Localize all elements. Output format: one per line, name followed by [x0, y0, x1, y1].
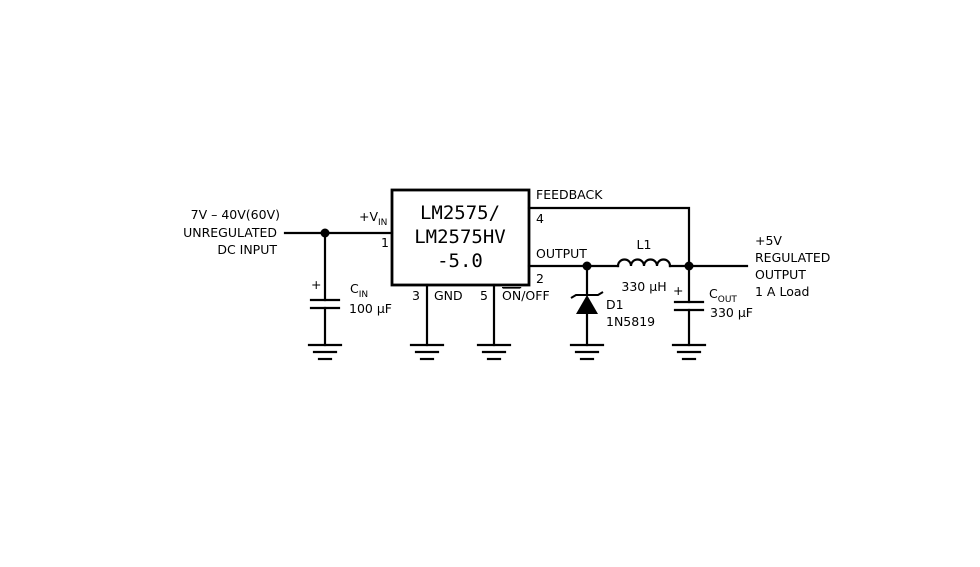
- pin-4-number: 4: [536, 211, 544, 226]
- output-label: +5V REGULATED OUTPUT 1 A Load: [755, 233, 830, 299]
- inductor-value: 330 μH: [621, 279, 666, 294]
- input-dc-input: DC INPUT: [217, 242, 277, 257]
- inductor-name: L1: [637, 237, 652, 252]
- chip-line2: LM2575HV: [414, 226, 506, 248]
- cout-plus-sign: +: [673, 283, 683, 298]
- input-label: 7V – 40V(60V) UNREGULATED DC INPUT: [183, 207, 280, 257]
- pin-5-number: 5: [480, 288, 488, 303]
- onoff-pin-ground-icon: [476, 343, 512, 361]
- onoff-pin-label: ON/OFF: [502, 288, 550, 303]
- cin-capacitor: [307, 231, 343, 361]
- cin-plus-sign: +: [311, 277, 321, 292]
- output-voltage: +5V: [755, 233, 782, 248]
- schottky-diode: [569, 264, 605, 361]
- chip-line3: -5.0: [437, 250, 483, 272]
- gnd-pin-label: GND: [434, 288, 463, 303]
- feedback-wire: [527, 206, 691, 268]
- vin-pin-label: +VIN: [359, 209, 387, 228]
- cin-label: CIN: [350, 281, 368, 300]
- diode-ground-icon: [569, 343, 605, 361]
- feedback-label: FEEDBACK: [536, 187, 603, 202]
- diode-part: 1N5819: [606, 314, 655, 329]
- cin-value: 100 μF: [349, 301, 392, 316]
- pin-2-number: 2: [536, 271, 544, 286]
- pin-3-number: 3: [412, 288, 420, 303]
- cout-capacitor: [671, 264, 707, 361]
- diode-name: D1: [606, 297, 624, 312]
- output-load: 1 A Load: [755, 284, 809, 299]
- input-unregulated: UNREGULATED: [183, 225, 277, 240]
- gnd-pin-ground-icon: [409, 343, 445, 361]
- cout-value: 330 μF: [710, 305, 753, 320]
- inductor-coil: [616, 258, 672, 268]
- output-regulated: REGULATED: [755, 250, 830, 265]
- cout-label: COUT: [709, 286, 737, 305]
- output-output: OUTPUT: [755, 267, 806, 282]
- cout-ground-icon: [671, 343, 707, 361]
- regulator-ic: [390, 188, 531, 287]
- input-voltage-range: 7V – 40V(60V): [191, 207, 280, 222]
- pin-1-number: 1: [381, 235, 389, 250]
- output-pin-label: OUTPUT: [536, 246, 587, 261]
- cin-ground-icon: [307, 343, 343, 361]
- chip-line1: LM2575/: [420, 202, 500, 224]
